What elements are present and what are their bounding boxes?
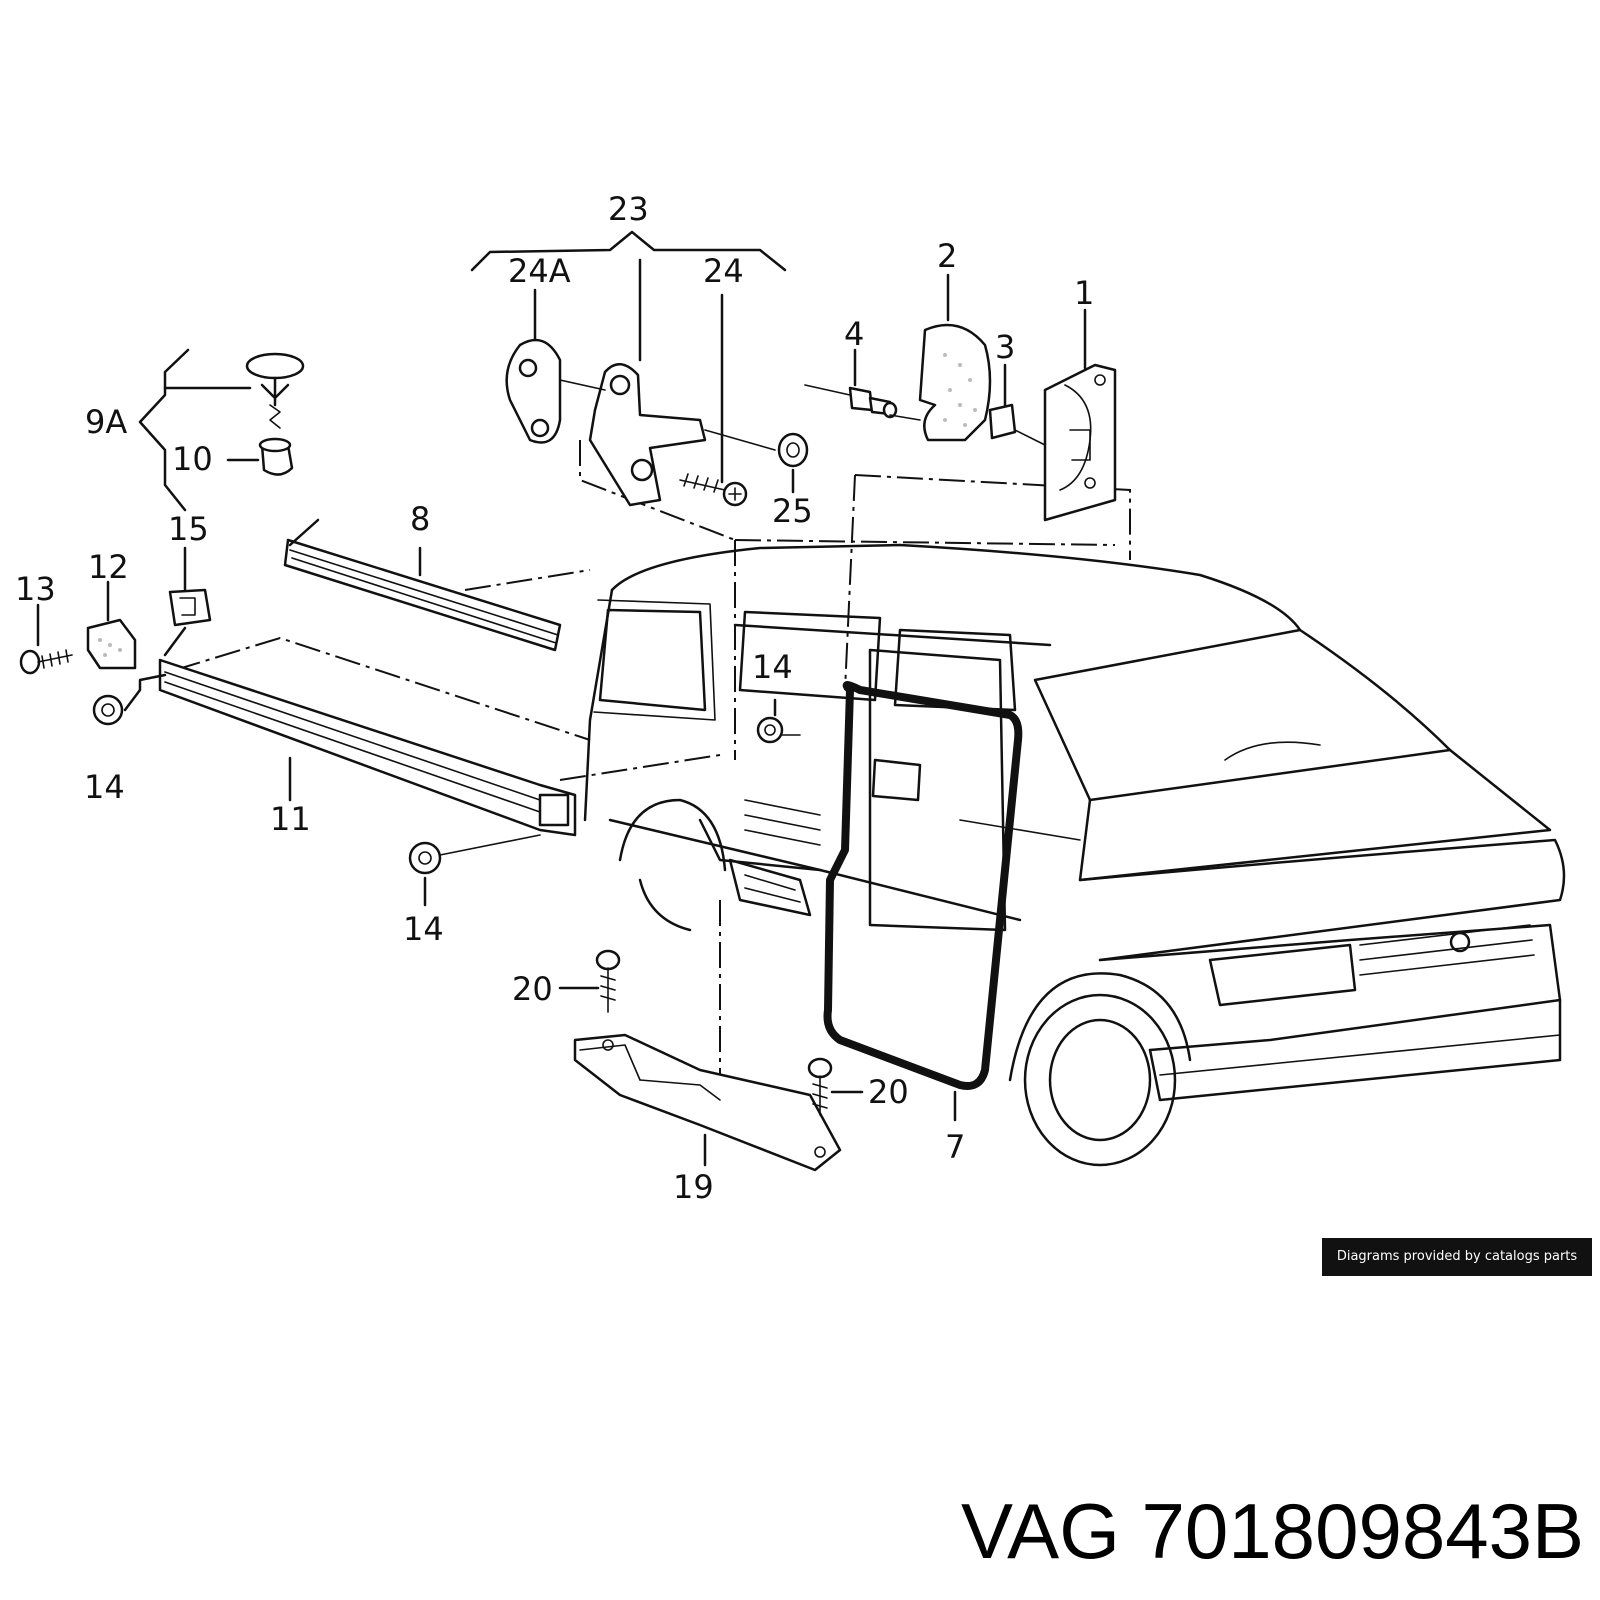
callout-10: 10 (172, 440, 213, 478)
clip-part-15 (163, 546, 212, 657)
callout-9a: 9A (85, 403, 127, 441)
plate-part-2 (889, 273, 992, 442)
nut-part-14-left (92, 673, 167, 726)
callout-1: 1 (1074, 274, 1094, 312)
grommet-part-10 (226, 437, 294, 476)
callout-15: 15 (168, 510, 209, 548)
brand-name: VAG (960, 1487, 1120, 1575)
callout-4: 4 (844, 315, 864, 353)
bracket-23 (470, 230, 787, 272)
door-seal-part-7 (823, 681, 1023, 1090)
bracket-part-1 (1014, 308, 1117, 522)
striker-part-4 (804, 348, 898, 419)
washer-part-25 (777, 432, 809, 494)
upper-rail-part-8 (283, 518, 562, 652)
clip-part-12 (86, 580, 137, 670)
callout-7: 7 (945, 1128, 965, 1166)
clip-part-3 (988, 363, 1017, 440)
callout-2: 2 (937, 237, 957, 275)
callout-19: 19 (673, 1168, 714, 1206)
screw-part-24 (679, 293, 748, 507)
callout-24: 24 (703, 252, 744, 290)
callout-24a: 24A (508, 252, 571, 290)
callout-20-upper: 20 (512, 970, 553, 1008)
screw-part-20-upper (558, 949, 621, 1013)
callout-14-mid: 14 (752, 648, 793, 686)
callout-3: 3 (995, 328, 1015, 366)
callout-12: 12 (88, 548, 129, 586)
hinge-part-23 (559, 258, 776, 507)
callout-20-lower: 20 (868, 1073, 909, 1111)
part-number: 701809843B (1141, 1487, 1584, 1575)
callout-14-left: 14 (84, 768, 125, 806)
callout-14-lower: 14 (403, 910, 444, 948)
clip-part-9a (163, 352, 305, 429)
nut-part-14-lower (408, 834, 541, 907)
lower-rail-part-11 (158, 658, 577, 837)
callout-23: 23 (608, 190, 649, 228)
callout-11: 11 (270, 800, 311, 838)
part-number-label: VAG 701809843B (961, 1486, 1584, 1577)
plate-part-24a (505, 288, 562, 444)
screw-part-13 (19, 603, 73, 675)
callout-8: 8 (410, 500, 430, 538)
callout-13: 13 (15, 570, 56, 608)
van-body (583, 543, 1566, 1167)
step-plate-part-19 (573, 1033, 842, 1172)
bracket-9a (138, 348, 190, 512)
assembly-lines (174, 440, 1131, 1080)
screw-part-20-lower (807, 1057, 864, 1116)
callout-25: 25 (772, 492, 813, 530)
nut-part-14-mid (756, 698, 801, 744)
diagram-credit-badge: Diagrams provided by catalogs parts (1322, 1238, 1592, 1276)
